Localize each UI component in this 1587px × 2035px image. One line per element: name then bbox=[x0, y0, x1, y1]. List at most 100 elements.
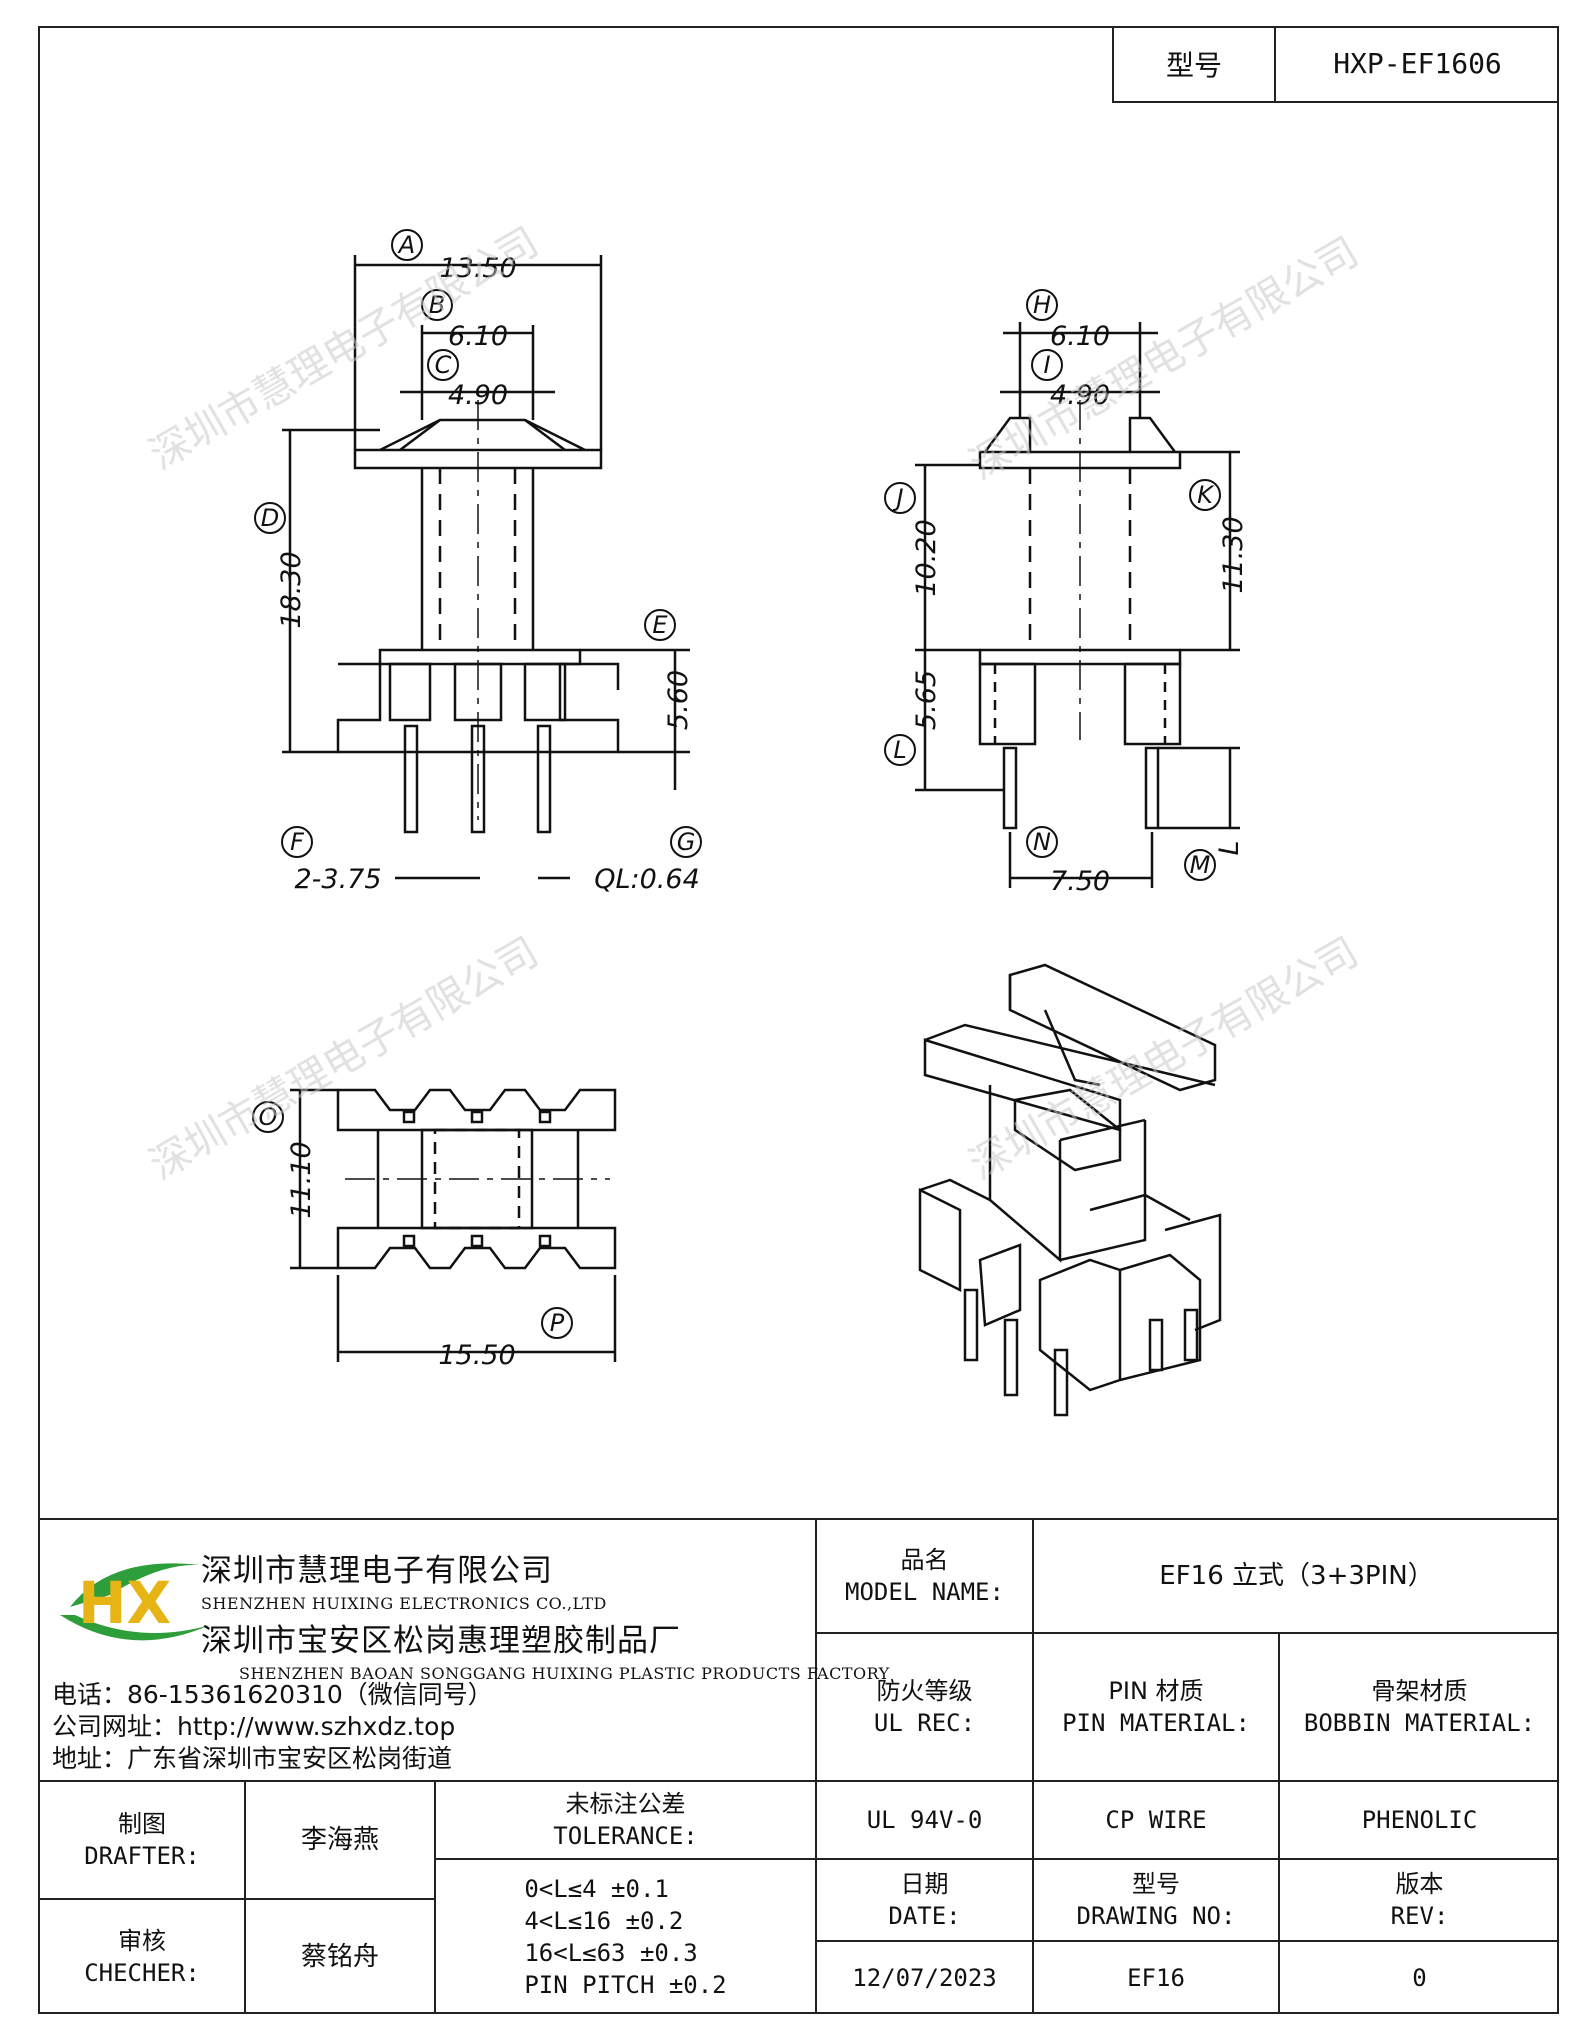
company-name-2-en: SHENZHEN BAOAN SONGGANG HUIXING PLASTIC … bbox=[239, 1664, 890, 1683]
dim-letter-k: K bbox=[1197, 481, 1215, 509]
company-name-2: 深圳市宝安区松岗惠理塑胶制品厂 bbox=[201, 1623, 681, 1659]
dim-k-value: 11.30 bbox=[1218, 516, 1249, 593]
drawing-no-label-en: DRAWING NO: bbox=[1076, 1902, 1236, 1930]
tolerance-line: 16<L≤63 ±0.3 bbox=[524, 1939, 698, 1967]
dim-letter-i: I bbox=[1043, 351, 1050, 379]
dim-f-value: 2-3.75 bbox=[294, 864, 381, 895]
bobbin-material-value: PHENOLIC bbox=[1361, 1806, 1478, 1834]
dim-i-value: 4.90 bbox=[1050, 380, 1110, 411]
model-label: 型号 bbox=[1114, 26, 1276, 101]
date-label: 日期 DATE: bbox=[817, 1860, 1032, 1940]
bobbin-material-label: 骨架材质 BOBBIN MATERIAL: bbox=[1280, 1634, 1559, 1780]
rev-label-cn: 版本 bbox=[1395, 1870, 1444, 1898]
dim-j-value: 10.20 bbox=[911, 519, 942, 596]
dim-letter-c: C bbox=[435, 351, 452, 379]
date-label-en: DATE: bbox=[888, 1902, 961, 1930]
dim-letter-o: O bbox=[259, 1103, 278, 1131]
dim-e-value: 5.60 bbox=[663, 670, 694, 730]
dim-letter-m: M bbox=[1190, 851, 1211, 879]
tolerance-label-cn: 未标注公差 bbox=[565, 1790, 686, 1818]
website: 公司网址：http://www.szhxdz.top bbox=[52, 1712, 456, 1741]
ul-label-en: UL REC: bbox=[873, 1709, 976, 1737]
tolerance-line: 0<L≤4 ±0.1 bbox=[524, 1875, 669, 1903]
rev-value: 0 bbox=[1412, 1964, 1427, 1992]
dim-letter-e: E bbox=[652, 611, 668, 639]
checker-value: 蔡铭舟 bbox=[300, 1942, 379, 1972]
tolerance-label-en: TOLERANCE: bbox=[553, 1822, 698, 1850]
model-name-label-cn: 品名 bbox=[900, 1546, 949, 1574]
dim-n-value: 7.50 bbox=[1050, 866, 1110, 897]
checker-label-cn: 审核 bbox=[118, 1927, 166, 1955]
address: 地址：广东省深圳市宝安区松岗街道 bbox=[52, 1744, 453, 1773]
dim-letter-l: L bbox=[893, 736, 906, 764]
drawing-no-label: 型号 DRAWING NO: bbox=[1034, 1860, 1278, 1940]
model-name-label-en: MODEL NAME: bbox=[845, 1578, 1004, 1606]
checker-label: 审核 CHECHER: bbox=[40, 1900, 244, 2014]
company-name-1: 深圳市慧理电子有限公司 bbox=[201, 1553, 553, 1589]
dim-o-value: 11.10 bbox=[286, 1141, 317, 1218]
dim-letter-f: F bbox=[290, 828, 305, 856]
dim-m-extra: L bbox=[1214, 840, 1245, 855]
date-label-cn: 日期 bbox=[900, 1870, 949, 1898]
bottom-view bbox=[290, 1088, 617, 1362]
checker-label-en: CHECHER: bbox=[84, 1959, 200, 1987]
dim-letter-d: D bbox=[261, 504, 279, 532]
dim-c-value: 4.90 bbox=[448, 380, 508, 411]
logo-h: HX bbox=[78, 1569, 171, 1637]
drawing-frame bbox=[38, 26, 1559, 2014]
technical-drawing: A B C D E F G H I J K L M N O P 13.50 6.… bbox=[142, 219, 1366, 1417]
drafter-label-cn: 制图 bbox=[118, 1810, 166, 1838]
model-number-box: 型号 HXP-EF1606 bbox=[1112, 26, 1559, 103]
phone: 电话：86-15361620310（微信同号） bbox=[52, 1680, 493, 1709]
side-view bbox=[915, 322, 1240, 888]
rev-label: 版本 REV: bbox=[1280, 1860, 1559, 1940]
pin-label-cn: PIN 材质 bbox=[1108, 1677, 1204, 1705]
pin-material-label: PIN 材质 PIN MATERIAL: bbox=[1034, 1634, 1278, 1780]
model-name-value: EF16 立式（3+3PIN） bbox=[1159, 1561, 1434, 1591]
company-name-1-en: SHENZHEN HUIXING ELECTRONICS CO.,LTD bbox=[201, 1594, 607, 1613]
drafter-label: 制图 DRAFTER: bbox=[40, 1782, 244, 1898]
bobbin-label-en: BOBBIN MATERIAL: bbox=[1303, 1709, 1536, 1737]
ul-label: 防火等级 UL REC: bbox=[817, 1634, 1032, 1780]
dim-g-value: QL:0.64 bbox=[594, 864, 700, 895]
date-value: 12/07/2023 bbox=[852, 1964, 997, 1992]
drawing-no-label-cn: 型号 bbox=[1132, 1870, 1180, 1898]
drafter-label-en: DRAFTER: bbox=[84, 1842, 200, 1870]
drafter-value: 李海燕 bbox=[300, 1825, 379, 1855]
dim-letter-g: G bbox=[677, 828, 696, 856]
watermark: 深圳市慧理电子有限公司 bbox=[962, 229, 1366, 489]
model-name-label: 品名 MODEL NAME: bbox=[817, 1520, 1032, 1632]
company-info: 深圳市慧理电子有限公司 SHENZHEN HUIXING ELECTRONICS… bbox=[201, 1545, 890, 1683]
ul-value: UL 94V-0 bbox=[866, 1806, 983, 1834]
dim-letter-h: H bbox=[1033, 291, 1051, 319]
dim-b-value: 6.10 bbox=[448, 321, 508, 352]
front-view bbox=[282, 255, 690, 880]
contact-info: 电话：86-15361620310（微信同号） 公司网址：http://www.… bbox=[52, 1679, 493, 1775]
ul-label-cn: 防火等级 bbox=[876, 1677, 973, 1705]
rev-label-en: REV: bbox=[1390, 1902, 1449, 1930]
isometric-view bbox=[918, 963, 1222, 1417]
model-value: HXP-EF1606 bbox=[1333, 47, 1502, 80]
dim-letter-a: A bbox=[397, 231, 415, 259]
dim-letter-b: B bbox=[429, 291, 445, 319]
dim-letter-n: N bbox=[1033, 828, 1051, 856]
watermark: 深圳市慧理电子有限公司 bbox=[962, 929, 1366, 1189]
tolerance-line: 4<L≤16 ±0.2 bbox=[524, 1907, 684, 1935]
drawing-no-value: EF16 bbox=[1127, 1964, 1185, 1992]
tolerance-values: 0<L≤4 ±0.1 4<L≤16 ±0.2 16<L≤63 ±0.3 PIN … bbox=[436, 1860, 815, 2014]
dim-l-value: 5.65 bbox=[911, 670, 942, 730]
tolerance-line: PIN PITCH ±0.2 bbox=[524, 1971, 727, 1999]
pin-label-en: PIN MATERIAL: bbox=[1062, 1709, 1250, 1737]
dim-d-value: 18.30 bbox=[276, 551, 307, 628]
pin-material-value: CP WIRE bbox=[1105, 1806, 1207, 1834]
dim-letter-j: J bbox=[892, 484, 903, 512]
bobbin-label-cn: 骨架材质 bbox=[1371, 1677, 1468, 1705]
dim-letter-p: P bbox=[550, 1309, 565, 1337]
watermark: 深圳市慧理电子有限公司 bbox=[142, 929, 546, 1189]
dim-p-value: 15.50 bbox=[438, 1340, 515, 1371]
dim-a-value: 13.50 bbox=[439, 253, 516, 284]
company-logo: HX bbox=[60, 1563, 210, 1641]
dim-h-value: 6.10 bbox=[1050, 321, 1110, 352]
tolerance-label: 未标注公差 TOLERANCE: bbox=[436, 1782, 815, 1858]
title-block bbox=[38, 1518, 1559, 2014]
